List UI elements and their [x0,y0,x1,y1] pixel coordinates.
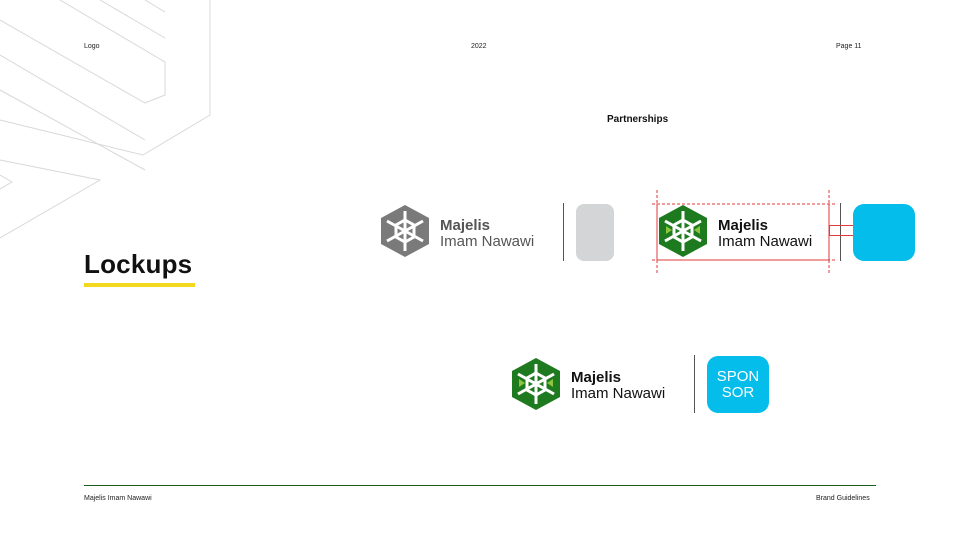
lockup-divider [840,203,841,261]
footer-rule [84,485,876,486]
logo-mark-grey-icon [381,205,429,257]
footer-doc-title: Brand Guidelines [816,495,870,502]
sponsor-text-line1: SPON [716,367,760,385]
brand-name-line2: Imam Nawawi [440,233,535,250]
lockup-grey: Majelis Imam Nawawi [378,203,618,263]
lockup-divider [563,203,564,261]
brand-name-line1: Majelis [571,369,622,386]
lockup-sponsor: Majelis Imam Nawawi SPON SOR [509,355,779,417]
lockup-clearspace: Majelis Imam Nawawi [652,190,922,280]
header-section-label: Logo [84,43,100,50]
page-title: Lockups [84,249,193,279]
sponsor-badge: SPON SOR [707,356,769,413]
brand-name-line2: Imam Nawawi [571,385,666,402]
header-year: 2022 [471,43,487,50]
brand-name-line2: Imam Nawawi [718,233,813,250]
logo-mark-green-icon [512,358,560,410]
partner-logo-box [853,204,915,261]
footer-brand: Majelis Imam Nawawi [84,495,152,502]
section-title: Partnerships [607,114,669,125]
title-underline [84,283,195,287]
brand-name-line1: Majelis [440,217,491,234]
header-page-number: Page 11 [836,43,862,50]
background-line-pattern [0,0,211,239]
brand-name-line1: Majelis [718,217,769,234]
partner-logo-placeholder [576,204,614,261]
logo-mark-green-icon [659,205,707,257]
sponsor-text-line2: SOR [721,383,755,401]
lockup-divider [694,355,695,413]
spacing-guide-marker [829,225,854,236]
